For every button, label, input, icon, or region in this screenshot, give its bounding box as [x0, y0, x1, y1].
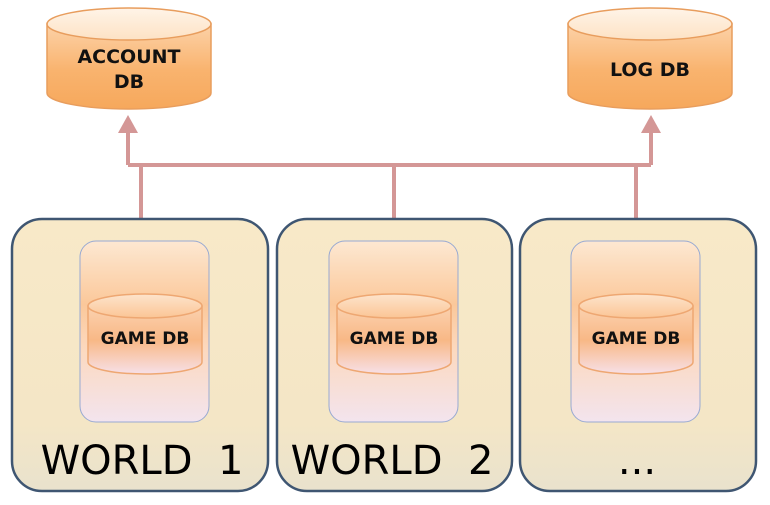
game-db-label-1: GAME DB — [101, 329, 190, 349]
account-db-label-line2: DB — [114, 71, 144, 93]
log-arrow-icon — [641, 115, 661, 133]
world-box-3: GAME DB ... — [518, 217, 758, 493]
log-db-label: LOG DB — [610, 59, 690, 81]
world-name-2: WORLD 2 — [291, 438, 494, 484]
world-name-1: WORLD 1 — [41, 438, 244, 484]
game-db-label-2: GAME DB — [350, 329, 439, 349]
account-db-cylinder: ACCOUNT DB — [46, 7, 212, 110]
account-db-label-line1: ACCOUNT — [77, 46, 180, 68]
connector-lines — [126, 132, 653, 218]
game-db-cylinder-2: GAME DB — [336, 293, 452, 375]
world-box-1: GAME DB WORLD 1 — [10, 217, 270, 493]
account-arrow-icon — [118, 115, 138, 133]
game-db-cylinder-1: GAME DB — [87, 293, 203, 375]
world-name-3: ... — [618, 438, 656, 484]
world-box-2: GAME DB WORLD 2 — [275, 217, 514, 493]
game-db-cylinder-3: GAME DB — [578, 293, 694, 375]
game-db-label-3: GAME DB — [592, 329, 681, 349]
log-db-cylinder: LOG DB — [567, 7, 733, 110]
